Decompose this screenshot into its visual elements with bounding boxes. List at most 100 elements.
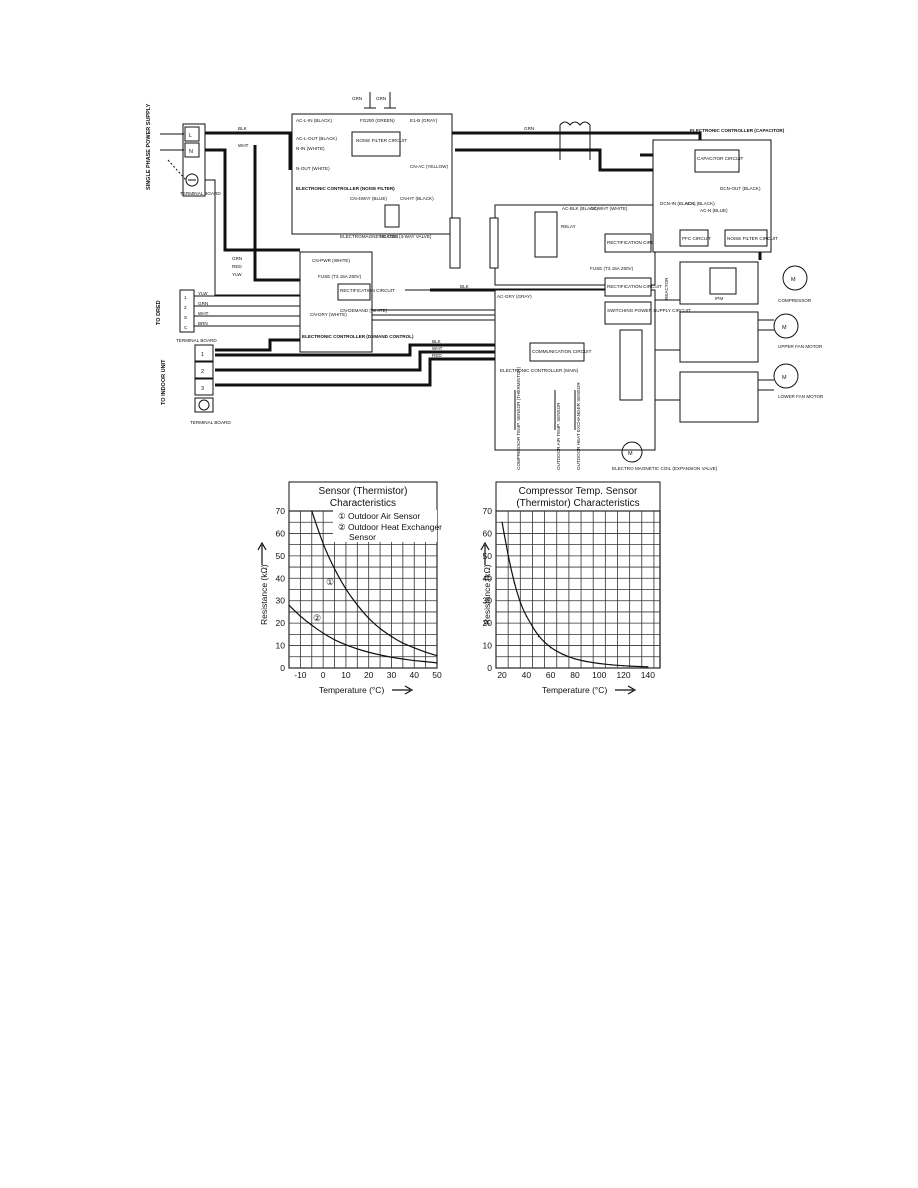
compressor-motor-icon: [782, 265, 808, 291]
terminal-board-power: [182, 123, 206, 197]
dred-wire-2: WHT: [198, 311, 209, 316]
compressor-motor-symbol: M: [791, 277, 796, 283]
chart2-series-0: [501, 522, 648, 668]
main-ac-gry: AC-GRY (GRAY): [497, 294, 532, 299]
chart1-point: [311, 624, 313, 626]
chart2-point: [586, 661, 588, 663]
indoor-ground-box: [194, 397, 214, 413]
chart2-xlabel: Temperature (°C): [542, 685, 607, 695]
ground-icon: [185, 173, 199, 187]
main-connector-left: [449, 217, 461, 269]
cap-dcn-in: DCN-IN (BLACK): [660, 201, 696, 206]
chart1-point: [368, 618, 370, 620]
chart2-grid: [495, 510, 661, 669]
main-relay-block: [534, 211, 558, 258]
chart1-xtick: 0: [321, 670, 326, 680]
chart2-ytick: 0: [487, 663, 492, 673]
chart1-point: [413, 659, 415, 662]
wire-label-blk3: BLK: [432, 339, 442, 344]
chart2-xtick: 40: [522, 670, 532, 680]
demand-cn-dmd: CN-DEMAND (WHITE): [340, 308, 388, 313]
chart1-point: [379, 628, 381, 630]
capacitor-circuit-label: CAPACITOR CIRCUIT: [697, 156, 743, 161]
nf-ac-l-in: AC-L-IN (BLACK): [296, 118, 332, 123]
switching-label: SWITCHING POWER SUPPLY CIRCUIT: [607, 308, 691, 313]
main-controller-label: ELECTRONIC CONTROLLER (MAIN): [500, 368, 579, 373]
cap-noise-filter-circuit: [724, 229, 768, 247]
wire-ground: [205, 179, 300, 296]
demand-rect-label: RECTIFICATION CIRCUIT: [340, 288, 395, 293]
ground-label-2: GRN: [376, 96, 386, 101]
expansion-motor-symbol: M: [628, 451, 633, 457]
dred-terminal-board: [179, 289, 195, 333]
terminal-N-box: [184, 142, 200, 158]
thermistor-label-0: COMPRESSOR TEMP. SENSOR (THERMISTOR): [516, 366, 521, 470]
chart2-point: [610, 664, 613, 666]
dred-wire-1: GRN: [198, 301, 208, 306]
chart2-point: [635, 665, 637, 668]
chart2-point: [513, 582, 515, 584]
upper-fan-motor-symbol: M: [782, 325, 787, 331]
main-fuse: FUSE (T3.15A 250V): [590, 266, 634, 271]
lower-fan-motor-symbol: M: [782, 375, 787, 381]
top-sensor: [559, 121, 591, 160]
dred-terminal-0: 1: [184, 295, 187, 300]
terminal-L: L: [189, 133, 192, 139]
wire-indoor-2: [215, 350, 495, 372]
demand-controller: RECTIFICATION CIRCUIT CN-PWR (WHITE) FUS…: [299, 251, 414, 353]
demand-cn-pwr: CN-PWR (WHITE): [312, 258, 350, 263]
cap-nf-label: NOISE FILTER CIRCUIT: [727, 236, 778, 241]
chart1-title-line1: Sensor (Thermistor): [319, 486, 408, 497]
chart1-point: [413, 647, 415, 649]
wire-label-blk: BLK: [238, 126, 248, 131]
terminal-board-label: TERMINAL BOARD: [180, 191, 221, 196]
chart1-point: [402, 658, 404, 660]
chart1-ytick: 30: [276, 596, 286, 606]
expansion-label: ELECTRO MAGNETIC COIL (EXPANSION VALVE): [612, 466, 718, 471]
chart2-ytick: 20: [483, 618, 493, 628]
chart1-point: [436, 662, 438, 664]
wire-label-blk2: BLK: [460, 284, 470, 289]
chart2-xtick: 100: [592, 670, 606, 680]
compressor-label: COMPRESSOR: [778, 298, 812, 303]
indoor-terminal-1: 1: [201, 352, 204, 358]
terminal-N: N: [189, 149, 193, 155]
chart2-ylabel: Resistance (kΩ): [482, 564, 492, 625]
dred-terminal-3: C: [184, 325, 188, 330]
chart1-point: [322, 544, 324, 546]
nf-ac-l-out: AC-L-OUT (BLACK): [296, 136, 337, 141]
chart1-ytick: 50: [276, 551, 286, 561]
main-connector-right: [489, 217, 499, 269]
dred-wire-3: BRN: [198, 321, 208, 326]
chart1-ytick: 40: [276, 573, 286, 583]
wire-indoor-1b: [215, 343, 495, 357]
main-relay-label: RELAY: [561, 224, 576, 229]
chart1-curve-marker-1: ①: [326, 577, 334, 587]
capacitor-circuit: [694, 149, 740, 173]
chart1-series-1: [288, 604, 438, 664]
ground-label-1: GRN: [352, 96, 362, 101]
dred-wire-0: YLW: [198, 291, 208, 296]
expansion-valve-motor-icon: [621, 441, 643, 463]
chart2-title-line1: Compressor Temp. Sensor: [519, 486, 638, 497]
ground-top: GRN GRN: [352, 92, 396, 109]
communication-circuit: [529, 342, 585, 362]
wire-indoor-1: [215, 338, 300, 352]
chart1-xlabel: Temperature (°C): [319, 685, 384, 695]
chart2-ytick: 70: [483, 506, 493, 516]
chart1-point: [402, 642, 404, 644]
cn-4way-label: CN-4WAY (BLUE): [350, 196, 387, 201]
chart2-x-arrow-icon: [615, 685, 637, 695]
cap-ac-l: AC-L (BLACK): [685, 201, 715, 206]
compressor-temp-sensor-chart: Compressor Temp. Sensor (Thermistor) Cha…: [480, 481, 661, 695]
chart1-ytick: 0: [280, 663, 285, 673]
fan-motor-leads: [758, 319, 774, 391]
chart2-xtick: 60: [546, 670, 556, 680]
indoor-terminal-3: 3: [201, 386, 204, 392]
wire-label-wht3: WHT: [432, 346, 443, 351]
chart1-xtick: 50: [432, 670, 442, 680]
nf-fg: FG200 (GREEN): [360, 118, 395, 123]
chart2-ytick: 10: [483, 641, 493, 651]
capacitor-controller: ELECTRONIC CONTROLLER (CAPACITOR) CAPACI…: [652, 128, 785, 253]
